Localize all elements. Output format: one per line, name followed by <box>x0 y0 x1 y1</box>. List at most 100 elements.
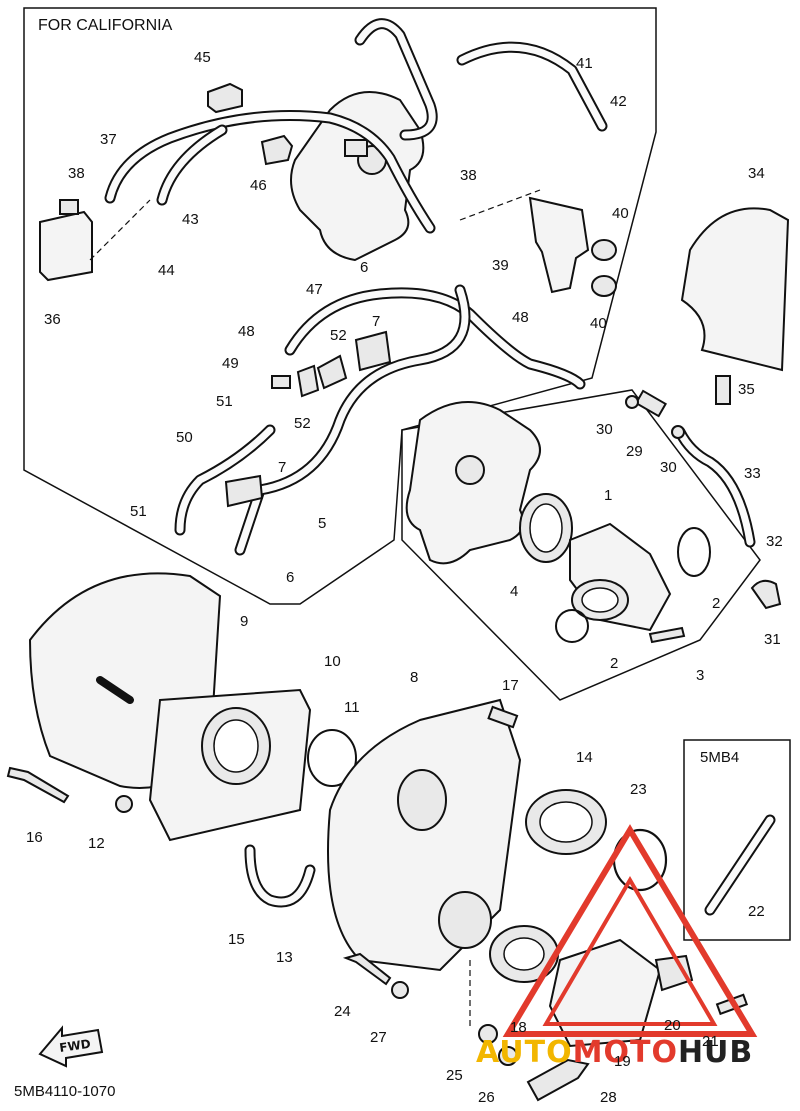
callout-16: 16 <box>26 829 43 846</box>
callout-40b: 40 <box>590 315 607 332</box>
clip-30a <box>625 395 639 409</box>
clip-46 <box>260 134 294 166</box>
variant-box <box>683 739 791 941</box>
callout-5: 5 <box>318 515 326 532</box>
callout-52b: 52 <box>294 415 311 432</box>
callout-6b: 6 <box>286 569 294 586</box>
holder-7a <box>354 330 392 372</box>
bolt-3 <box>648 626 686 644</box>
callout-49: 49 <box>222 355 239 372</box>
leader-dashed-1 <box>89 199 151 261</box>
callout-14: 14 <box>576 749 593 766</box>
callout-8: 8 <box>410 669 418 686</box>
callout-7b: 7 <box>278 459 286 476</box>
fwd-label: FWD <box>58 1037 91 1055</box>
callout-23: 23 <box>630 781 647 798</box>
callout-15: 15 <box>228 931 245 948</box>
callout-31: 31 <box>764 631 781 648</box>
callout-41: 41 <box>576 55 593 72</box>
collar-25 <box>478 1024 498 1044</box>
watermark-text: AUTOMOTOHUB <box>476 1035 753 1070</box>
clip-30b <box>671 425 685 439</box>
callout-32: 32 <box>766 533 783 550</box>
clamp-52 <box>316 354 348 390</box>
callout-29: 29 <box>626 443 643 460</box>
callout-46: 46 <box>250 177 267 194</box>
callout-36: 36 <box>44 311 61 328</box>
screw-35 <box>715 375 731 405</box>
hose-31 <box>750 579 782 610</box>
intake-joint-1 <box>569 522 672 632</box>
callout-25: 25 <box>446 1067 463 1084</box>
fwd-arrow-icon: FWD <box>38 1025 104 1068</box>
cover-34 <box>680 207 790 372</box>
watermark-hub: HUB <box>678 1035 753 1070</box>
callout-48b: 48 <box>512 309 529 326</box>
leader-dashed-2 <box>459 189 541 221</box>
callout-30a: 30 <box>596 421 613 438</box>
callout-13: 13 <box>276 949 293 966</box>
callout-47: 47 <box>306 281 323 298</box>
callout-27: 27 <box>370 1029 387 1046</box>
o-ring-2a <box>677 527 711 577</box>
holder-20 <box>654 954 694 992</box>
callout-35: 35 <box>738 381 755 398</box>
callout-2a: 2 <box>712 595 720 612</box>
callout-28: 28 <box>600 1089 617 1106</box>
joint-49 <box>271 375 291 389</box>
callout-24: 24 <box>334 1003 351 1020</box>
california-header: FOR CALIFORNIA <box>38 17 173 34</box>
callout-10: 10 <box>324 653 341 670</box>
joint-14 <box>525 789 607 855</box>
callout-7a: 7 <box>372 313 380 330</box>
collar-26 <box>498 1046 518 1066</box>
callout-9: 9 <box>240 613 248 630</box>
clamp-52b <box>296 364 320 398</box>
case-8 <box>327 698 522 972</box>
callout-33: 33 <box>744 465 761 482</box>
element-10 <box>148 688 312 842</box>
watermark-auto: AUTO <box>476 1035 573 1070</box>
hose-22 <box>704 814 776 916</box>
callout-44: 44 <box>158 262 175 279</box>
bolt-16 <box>6 766 70 804</box>
callout-38a: 38 <box>68 165 85 182</box>
callout-40a: 40 <box>612 205 629 222</box>
bolt-24 <box>342 952 392 986</box>
callout-18: 18 <box>510 1019 527 1036</box>
watermark-triangle-logo <box>502 824 758 1037</box>
callout-52a: 52 <box>330 327 347 344</box>
callout-3: 3 <box>696 667 704 684</box>
callout-42: 42 <box>610 93 627 110</box>
callout-39: 39 <box>492 257 509 274</box>
callout-20: 20 <box>664 1017 681 1034</box>
callout-4: 4 <box>510 583 518 600</box>
screw-12 <box>115 795 133 813</box>
california-frame <box>23 7 657 605</box>
callout-26: 26 <box>478 1089 495 1106</box>
variant-box-label: 5MB4 <box>700 749 739 766</box>
callout-51a: 51 <box>216 393 233 410</box>
washer-27 <box>391 981 409 999</box>
clip-45 <box>207 82 243 114</box>
callout-12: 12 <box>88 835 105 852</box>
callout-30b: 30 <box>660 459 677 476</box>
callout-37: 37 <box>100 131 117 148</box>
joint-18 <box>489 925 559 983</box>
callout-45: 45 <box>194 49 211 66</box>
grommet-40a <box>591 239 617 261</box>
joint-29 <box>634 389 667 418</box>
carburetor-ghost-lower <box>405 401 541 565</box>
clamp-4 <box>519 493 573 563</box>
grommet-40b <box>591 275 617 297</box>
intake-frame <box>401 389 761 701</box>
callout-48a: 48 <box>238 323 255 340</box>
callout-50: 50 <box>176 429 193 446</box>
callout-22: 22 <box>748 903 765 920</box>
callout-2b: 2 <box>610 655 618 672</box>
canister-36 <box>39 199 93 282</box>
watermark-moto: MOTO <box>573 1035 678 1070</box>
callout-17: 17 <box>502 677 519 694</box>
bracket-39 <box>528 196 590 294</box>
